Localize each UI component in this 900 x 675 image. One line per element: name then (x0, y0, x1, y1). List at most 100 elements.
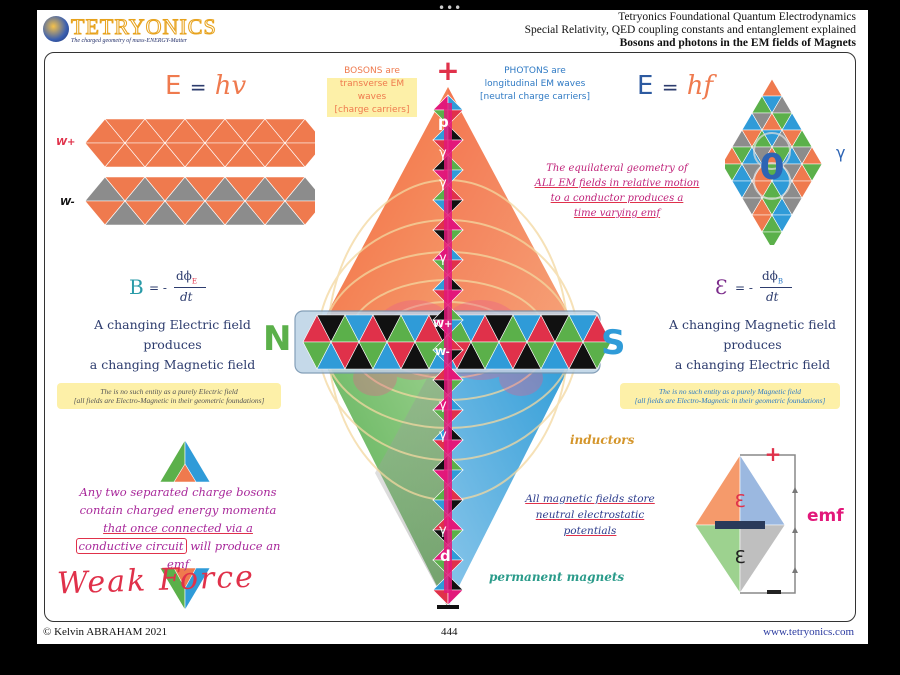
gamma-label-2: γ (439, 176, 447, 191)
circuit-minus-icon (767, 590, 781, 594)
gamma-label-3: γ (439, 251, 447, 266)
equilateral-line-4: time varying emf (527, 206, 707, 221)
emf-triangle (740, 525, 785, 593)
eq-b-numerator: dϕE (176, 269, 197, 285)
emf-epsilon-top: Ɛ (734, 491, 745, 512)
eq-e-symbol: E (637, 71, 653, 101)
logo-wordmark: TETRYONICS (71, 14, 217, 40)
equilateral-line-2: ALL EM fields in relative motion (527, 176, 707, 191)
right-change-line-1: A changing Magnetic field (655, 315, 850, 335)
emf-magnet-bar (715, 521, 765, 529)
w-minus-center-label: W- (435, 347, 450, 358)
right-note: The is no such entity as a purely Magnet… (620, 383, 840, 409)
plus-pole-icon: + (436, 54, 459, 87)
tetryonics-logo-icon (43, 16, 69, 42)
eq-emf-symbol: Ɛ (715, 275, 727, 299)
eq-b-rhs: = - (149, 281, 167, 295)
bosons-line-3: [charge carriers] (327, 104, 417, 117)
header-line-2: Special Relativity, QED coupling constan… (525, 24, 856, 37)
bosons-line-2: transverse EM waves (327, 78, 417, 104)
equilateral-line-3: to a conductor produces a (527, 191, 707, 206)
photon-diamond-diagram: 0 (725, 75, 850, 245)
gamma-label-6: γ (439, 523, 447, 538)
page-header: Tetryonics Foundational Quantum Electrod… (525, 11, 856, 50)
eq-hv: hv (215, 71, 246, 101)
left-changing-field-text: A changing Electric field produces a cha… (75, 315, 270, 375)
photon-zero-charge-icon: 0 (759, 147, 784, 188)
photons-note: PHOTONS are longitudinal EM waves [neutr… (475, 65, 595, 104)
left-note-line-1: The is no such entity as a purely Electr… (63, 387, 275, 396)
photons-title: PHOTONS are (475, 65, 595, 78)
right-change-line-2: produces (655, 335, 850, 355)
handwritten-weak-force: Weak Force (56, 560, 255, 602)
equilateral-note: The equilateral geometry of ALL EM field… (527, 161, 707, 221)
photons-line-2: longitudinal EM waves (475, 78, 595, 91)
magnetic-store-note: All magnetic fields store neutral electr… (515, 491, 665, 539)
emf-label: emf (807, 506, 844, 526)
separated-line-3: that once connected via a (73, 519, 283, 537)
header-line-1: Tetryonics Foundational Quantum Electrod… (525, 11, 856, 24)
eq-b-symbol: B (129, 275, 144, 299)
d-label: d (440, 547, 451, 565)
equation-e-hv: E = hv (165, 71, 246, 101)
emf-triangle (695, 525, 740, 593)
equilateral-line-1: The equilateral geometry of (527, 161, 707, 176)
magnetic-store-line-2: neutral electrostatic (515, 507, 665, 523)
emf-triangle (695, 455, 740, 525)
w-boson-strips (85, 119, 315, 231)
minus-pole-icon (437, 605, 459, 609)
emf-epsilon-bottom: Ɛ (734, 547, 745, 568)
photon-triangle (762, 79, 782, 96)
left-note: The is no such entity as a purely Electr… (57, 383, 281, 409)
w-plus-center-label: W+ (433, 319, 452, 330)
footer-url[interactable]: www.tetryonics.com (763, 626, 854, 638)
magnetic-store-line-3: potentials (515, 523, 665, 539)
magnetic-store-line-1: All magnetic fields store (515, 491, 665, 507)
circuit-plus-icon: + (765, 443, 782, 466)
w-minus-label: W- (60, 197, 75, 208)
south-pole-label: S (601, 323, 626, 363)
eq-equals: = (662, 75, 679, 99)
bosons-note: BOSONS are transverse EM waves [charge c… (327, 65, 417, 117)
eq-emf-rhs: = - (735, 281, 753, 295)
equation-emf: Ɛ = - dϕB dt (715, 269, 825, 309)
w-plus-label: W+ (56, 137, 75, 148)
conductive-circuit-highlight: conductive circuit (76, 538, 187, 554)
eq-emf-denominator: dt (766, 290, 779, 304)
eq-e-symbol: E (165, 71, 181, 101)
left-change-line-3: a changing Magnetic field (75, 355, 270, 375)
equation-b-field: B = - dϕE dt (129, 269, 239, 309)
footer-copyright: © Kelvin ABRAHAM 2021 (43, 626, 167, 638)
eq-b-denominator: dt (180, 290, 193, 304)
p-label: p (438, 113, 449, 131)
gamma-label-5: γ (439, 428, 447, 443)
content-frame: + N S p γ γ γ W+ W- γ γ γ d E = hv E = h… (44, 52, 856, 622)
left-note-line-2: [all fields are Electro-Magnetic in thei… (63, 396, 275, 405)
gamma-label-4: γ (439, 398, 447, 413)
logo-tagline: The charged geometry of mass-ENERGY-Matt… (71, 38, 187, 44)
eq-equals: = (190, 75, 207, 99)
photon-triangle (762, 232, 782, 245)
footer-page-number: 444 (441, 626, 458, 638)
equation-e-hf: E = hf (637, 71, 713, 101)
bosons-title: BOSONS are (327, 65, 417, 78)
slide-page: TETRYONICS The charged geometry of mass-… (37, 10, 868, 644)
header-line-3: Bosons and photons in the EM fields of M… (620, 37, 856, 49)
right-change-line-3: a changing Electric field (655, 355, 850, 375)
left-change-line-1: A changing Electric field (75, 315, 270, 335)
gamma-label-1: γ (439, 146, 447, 161)
photons-line-3: [neutral charge carriers] (475, 91, 595, 104)
permanent-magnets-label: permanent magnets (489, 570, 624, 584)
separated-line-2: contain charged energy momenta (73, 501, 283, 519)
eq-b-fraction-bar (174, 287, 206, 288)
left-change-line-2: produces (75, 335, 270, 355)
inductors-label: inductors (570, 433, 634, 447)
eq-hf: hf (687, 71, 713, 101)
eq-emf-numerator: dϕB (762, 269, 783, 285)
right-note-line-1: The is no such entity as a purely Magnet… (626, 387, 834, 396)
photon-gamma-label: γ (836, 143, 845, 162)
right-note-line-2: [all fields are Electro-Magnetic in thei… (626, 396, 834, 405)
eq-emf-fraction-bar (760, 287, 792, 288)
right-changing-field-text: A changing Magnetic field produces a cha… (655, 315, 850, 375)
separated-line-1: Any two separated charge bosons (73, 483, 283, 501)
